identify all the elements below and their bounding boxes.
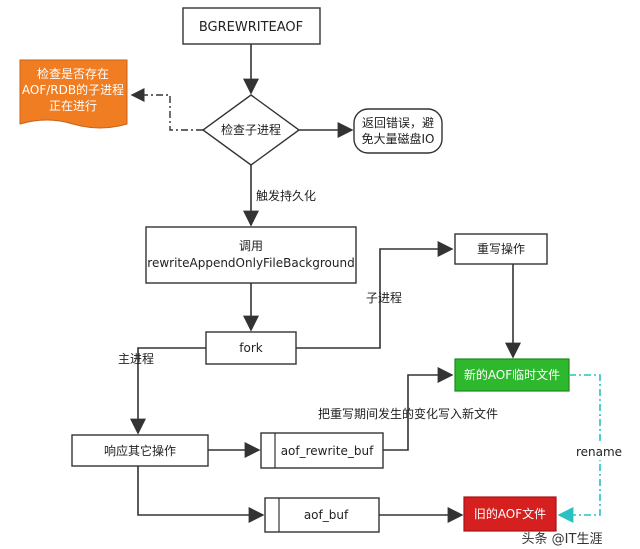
respond-node: 响应其它操作 <box>71 434 209 467</box>
note-line-1: 检查是否存在 <box>37 66 109 81</box>
bgrewriteaof-node: BGREWRITEAOF <box>182 7 321 45</box>
old-aof-node: 旧的AOF文件 <box>463 496 557 532</box>
write-changes-label: 把重写期间发生的变化写入新文件 <box>318 406 498 421</box>
fork-node: fork <box>205 331 297 365</box>
main-process-label: 主进程 <box>118 351 154 366</box>
arrow-rewritebuf-to-newaof <box>383 367 454 451</box>
new-aof-label: 新的AOF临时文件 <box>464 367 560 382</box>
aof-buf-label: aof_buf <box>304 508 349 522</box>
call-line-2: rewriteAppendOnlyFileBackground <box>147 256 354 270</box>
call-rewrite-node: 调用 rewriteAppendOnlyFileBackground <box>145 226 357 284</box>
check-child-decision: 检查子进程 <box>201 94 301 166</box>
note-line-2: AOF/RDB的子进程 <box>22 82 124 97</box>
old-aof-label: 旧的AOF文件 <box>474 506 546 521</box>
new-aof-node: 新的AOF临时文件 <box>454 358 570 392</box>
call-line-1: 调用 <box>239 239 263 253</box>
child-process-label: 子进程 <box>366 290 402 305</box>
check-note-node: 检查是否存在 AOF/RDB的子进程 正在进行 <box>19 59 128 129</box>
respond-label: 响应其它操作 <box>104 443 176 458</box>
rewrite-op-label: 重写操作 <box>477 241 525 256</box>
aof-buf-node: aof_buf <box>264 497 380 533</box>
trigger-label: 触发持久化 <box>256 188 316 203</box>
check-child-label: 检查子进程 <box>221 122 281 137</box>
rename-label-bg <box>575 444 623 460</box>
aof-rewrite-buf-label: aof_rewrite_buf <box>281 444 374 458</box>
arrow-respond-to-aofbuf <box>137 466 265 523</box>
aof-rewrite-buf-node: aof_rewrite_buf <box>260 432 384 469</box>
error-line-1: 返回错误，避 <box>362 116 434 130</box>
bgrewriteaof-label: BGREWRITEAOF <box>199 20 303 35</box>
error-node: 返回错误，避 免大量磁盘IO <box>353 108 443 154</box>
dashdot-to-note <box>130 88 203 131</box>
rewrite-op-node: 重写操作 <box>454 233 548 265</box>
fork-label: fork <box>239 341 263 355</box>
arrow-fork-to-respond <box>130 347 206 435</box>
rename-label: rename <box>576 445 622 459</box>
watermark-text: 头条 @IT生涯 <box>522 531 603 547</box>
note-line-3: 正在进行 <box>49 99 97 113</box>
arrow-fork-to-rewrite <box>296 241 454 349</box>
error-line-2: 免大量磁盘IO <box>362 131 435 146</box>
